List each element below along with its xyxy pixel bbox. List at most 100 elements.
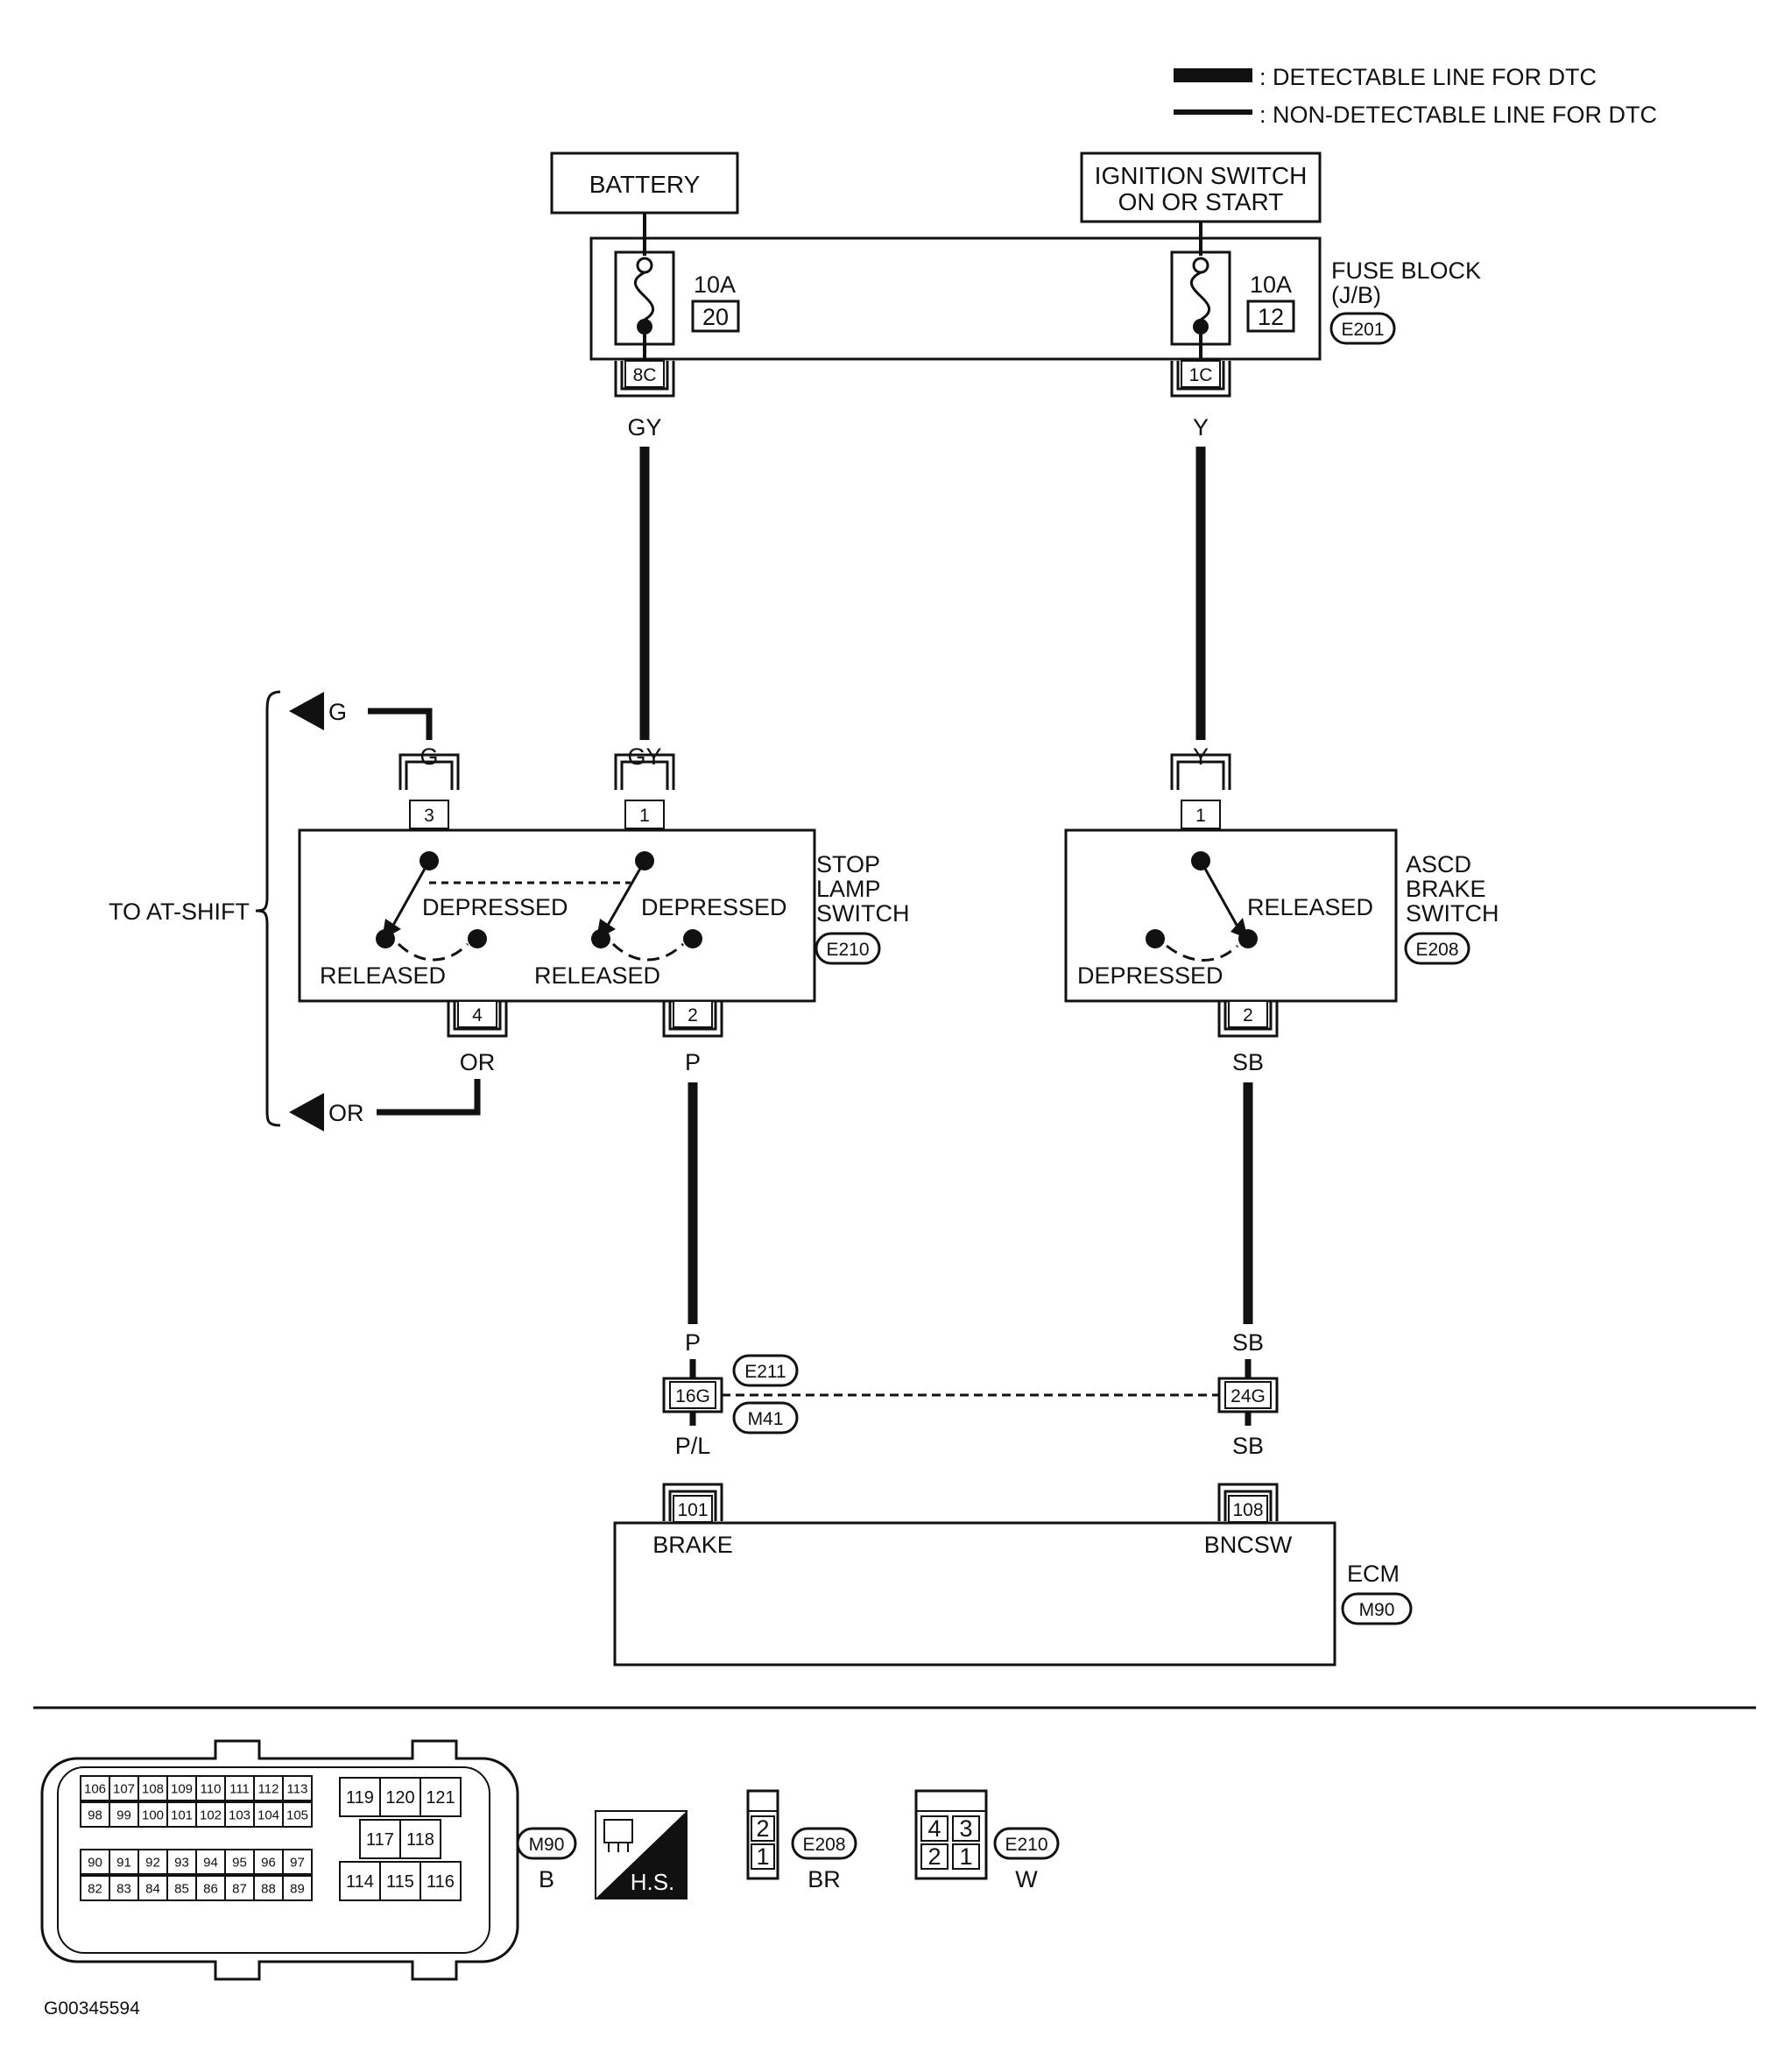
or-arrow-label: OR	[328, 1100, 364, 1126]
m90-pin-118-cell	[399, 1819, 441, 1859]
ecm-box: 101 108 BRAKE BNCSW ECM M90	[613, 1483, 1413, 1667]
e210-view-label: E210	[1005, 1835, 1047, 1855]
wire-y-bottom: Y	[1193, 744, 1209, 770]
joint-16g: 16G	[675, 1386, 710, 1406]
fuse-block: 10A 20 10A 12 FUSE BLOCK (J/B) E201	[589, 213, 1481, 368]
m90-pin-84: 84	[145, 1881, 160, 1896]
m90-pin-116-cell	[420, 1861, 462, 1901]
e210-view-color: W	[1015, 1866, 1038, 1892]
m90-pin-83: 83	[116, 1881, 131, 1896]
e208-connector-view: 2 1 E208 BR	[746, 1789, 857, 1892]
stop-released-left: RELEASED	[320, 962, 446, 989]
at-shift-bracket	[255, 690, 281, 1127]
arrow-left-or	[289, 1093, 324, 1131]
m90-pin-114: 114	[346, 1872, 374, 1892]
m90-view-label: M90	[529, 1835, 565, 1855]
e208-pin-1: 1	[756, 1843, 769, 1870]
m90-pin-94: 94	[203, 1855, 218, 1870]
fuse-block-connector-badge	[1329, 312, 1396, 345]
m90-pin-107: 107	[113, 1781, 135, 1796]
wire-sb-bottom: SB	[1232, 1433, 1264, 1459]
m90-pin-116: 116	[427, 1872, 455, 1892]
hs-label: H.S.	[631, 1869, 675, 1895]
fuse-block-connector: E201	[1341, 320, 1384, 340]
ignition-label-2: ON OR START	[1118, 188, 1284, 215]
m90-pin-121-cell	[420, 1777, 462, 1817]
m90-pin-93: 93	[174, 1855, 189, 1870]
battery-box: BATTERY	[550, 152, 739, 215]
m90-pin-108: 108	[142, 1781, 164, 1796]
stop-depressed-right: DEPRESSED	[641, 894, 787, 920]
m90-pin-87: 87	[232, 1881, 247, 1896]
ascd-label-1: ASCD	[1406, 851, 1471, 877]
stop-lamp-label-1: STOP	[816, 851, 880, 877]
wire-p-top: P	[685, 1049, 701, 1075]
stop-released-right: RELEASED	[534, 962, 660, 989]
stop-lamp-label-3: SWITCH	[816, 900, 909, 927]
m90-pin-82: 82	[88, 1881, 102, 1896]
joint-24g: 24G	[1231, 1386, 1266, 1406]
m90-pin-119: 119	[346, 1788, 374, 1808]
wire-pl: P/L	[675, 1433, 711, 1459]
stop-t3: 3	[424, 806, 434, 826]
m90-pin-95: 95	[232, 1855, 247, 1870]
m90-pin-103: 103	[229, 1808, 250, 1822]
legend-thin-line	[1174, 109, 1252, 115]
e208-view-color: BR	[807, 1866, 841, 1892]
footer-code: G00345594	[44, 1998, 140, 2019]
stop-depressed-left: DEPRESSED	[422, 894, 568, 920]
stop-t1: 1	[639, 806, 650, 826]
hs-icon: H.S.	[595, 1810, 688, 1899]
legend-detectable-text: : DETECTABLE LINE FOR DTC	[1259, 64, 1597, 90]
terminal-8c: 8C	[614, 360, 675, 398]
fuse-left-icon	[633, 271, 654, 321]
fuse-block-label-2: (J/B)	[1331, 282, 1381, 308]
ecm-t101: 101	[677, 1500, 708, 1520]
wire-g-label: G	[420, 744, 438, 770]
e208-pin-2: 2	[756, 1815, 769, 1842]
wire-y-top: Y	[1193, 414, 1209, 440]
fuse-right-amps: 10A	[1250, 271, 1292, 298]
wire-gy-bottom: GY	[627, 744, 661, 770]
joint-conn-e211: E211	[744, 1362, 786, 1382]
wire-sb-top: SB	[1232, 1049, 1264, 1075]
m90-pin-110: 110	[201, 1781, 222, 1796]
e208-view-label: E208	[802, 1835, 845, 1855]
m90-pin-102: 102	[200, 1808, 222, 1822]
fuse-right-number: 12	[1258, 304, 1284, 330]
ecm-brake: BRAKE	[652, 1532, 733, 1558]
m90-pin-100: 100	[142, 1808, 164, 1822]
m90-pin-99: 99	[116, 1808, 131, 1822]
battery-label: BATTERY	[589, 171, 701, 198]
ascd-brake-switch: 1 RELEASED DEPRESSED 2 ASCD BRAKE SWITCH…	[1064, 753, 1499, 1038]
m90-pin-88: 88	[261, 1881, 276, 1896]
ascd-label-2: BRAKE	[1406, 876, 1486, 902]
ascd-t1: 1	[1195, 806, 1206, 826]
m90-pin-91: 91	[116, 1855, 131, 1870]
legend-non-detectable-text: : NON-DETECTABLE LINE FOR DTC	[1259, 102, 1657, 128]
m90-pin-105-cell	[282, 1801, 313, 1828]
m90-pin-96: 96	[261, 1855, 276, 1870]
m90-pin-105: 105	[286, 1808, 308, 1822]
m90-pin-106: 106	[84, 1781, 106, 1796]
ascd-released: RELEASED	[1247, 894, 1373, 920]
m90-pin-85: 85	[174, 1881, 189, 1896]
m90-pin-112: 112	[258, 1781, 279, 1796]
ascd-depressed: DEPRESSED	[1077, 962, 1223, 989]
g-arrow-label: G	[328, 699, 347, 725]
m90-pin-98: 98	[88, 1808, 102, 1822]
joint-connectors: 16G 24G E211 M41	[662, 1354, 1279, 1434]
g-branch: G G	[289, 692, 439, 770]
joint-conn-m41: M41	[748, 1409, 784, 1429]
m90-view-color: B	[539, 1866, 554, 1892]
m90-pin-89-cell	[282, 1875, 313, 1901]
e210-pin-1: 1	[959, 1843, 972, 1870]
ecm-bncsw: BNCSW	[1204, 1532, 1293, 1558]
wire-p-bottom: P	[685, 1329, 701, 1356]
ascd-t2: 2	[1243, 1005, 1253, 1025]
wire-sb-mid: SB	[1232, 1329, 1264, 1356]
fuse-left-number: 20	[702, 304, 729, 330]
terminal-1c: 1C	[1170, 360, 1231, 398]
legend-thick-line	[1174, 68, 1252, 82]
m90-pin-118: 118	[406, 1830, 434, 1850]
